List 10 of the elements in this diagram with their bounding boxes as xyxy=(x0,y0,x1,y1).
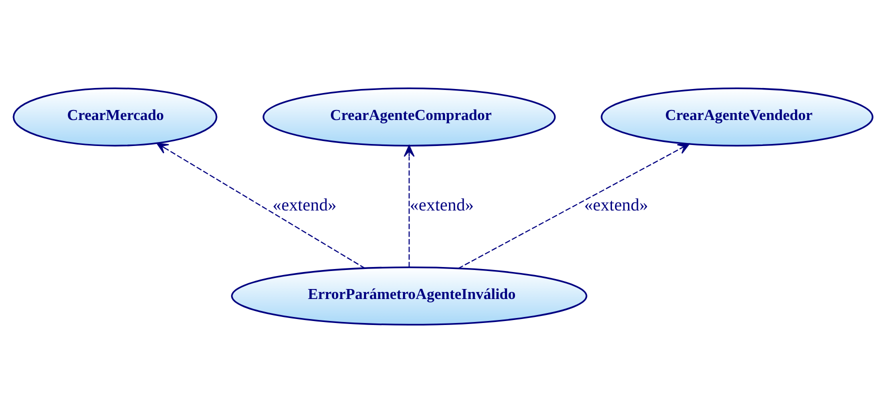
edge-label: «extend» xyxy=(584,194,648,214)
node-ellipse: CrearAgenteComprador xyxy=(262,87,556,146)
node-ellipse: ErrorParámetroAgenteInválido xyxy=(230,266,587,325)
arrow xyxy=(458,142,690,268)
arrow xyxy=(156,142,365,268)
edge-label: «extend» xyxy=(409,194,474,214)
edge-label: «extend» xyxy=(272,194,336,214)
node-ellipse: CrearMercado xyxy=(12,87,217,146)
arrow xyxy=(403,144,414,267)
node-ellipse: CrearAgenteVendedor xyxy=(600,87,873,146)
